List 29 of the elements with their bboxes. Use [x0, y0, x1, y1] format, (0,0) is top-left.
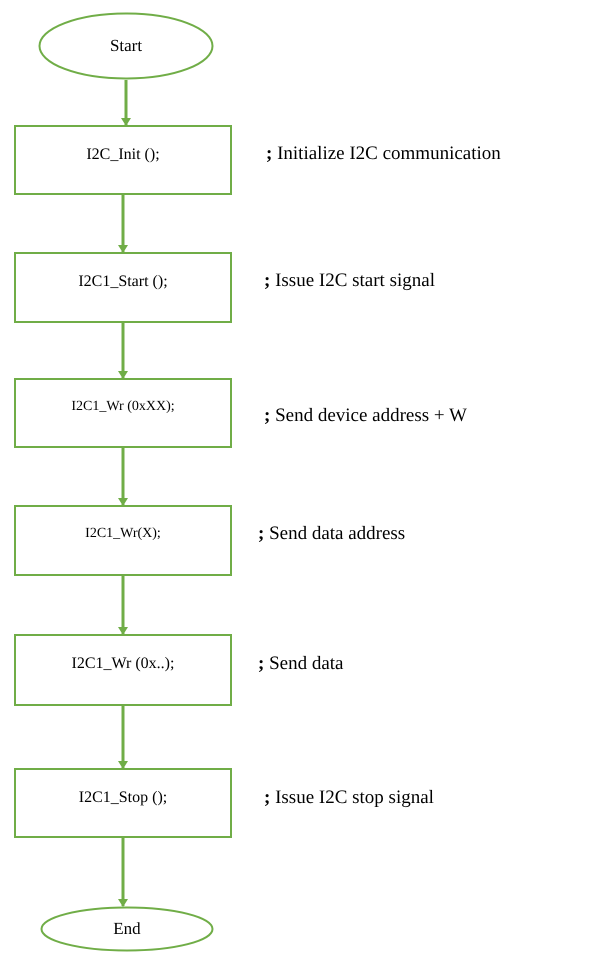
comment-text: ; Send data — [258, 652, 344, 676]
arrow — [118, 448, 128, 506]
arrow — [118, 323, 128, 379]
process-box — [14, 634, 232, 706]
arrow — [118, 195, 128, 253]
arrow — [118, 706, 128, 769]
comment-text: ; Issue I2C start signal — [264, 269, 435, 293]
code-label: I2C1_Wr(X); — [85, 525, 161, 543]
comment-text: ; Send device address + W — [264, 404, 467, 428]
process-box — [14, 505, 232, 576]
terminal-oval — [38, 12, 214, 80]
process-box — [14, 252, 232, 323]
arrow — [118, 838, 128, 907]
comment-text: ; Initialize I2C communication — [266, 142, 501, 166]
process-box — [14, 378, 232, 448]
code-label: I2C1_Stop (); — [78, 788, 168, 808]
terminal-label: End — [113, 918, 141, 940]
comment-text: ; Issue I2C stop signal — [264, 786, 434, 810]
terminal-oval — [40, 906, 214, 952]
arrow — [118, 576, 128, 635]
arrow — [121, 80, 131, 126]
code-label: I2C_Init (); — [86, 145, 160, 165]
code-label: I2C1_Wr (0x..); — [72, 654, 174, 674]
comment-text: ; Send data address — [258, 522, 406, 546]
process-box — [14, 125, 232, 195]
code-label: I2C1_Wr (0xXX); — [71, 398, 175, 416]
code-label: I2C1_Start (); — [78, 272, 168, 292]
terminal-label: Start — [110, 35, 142, 58]
process-box — [14, 768, 232, 838]
